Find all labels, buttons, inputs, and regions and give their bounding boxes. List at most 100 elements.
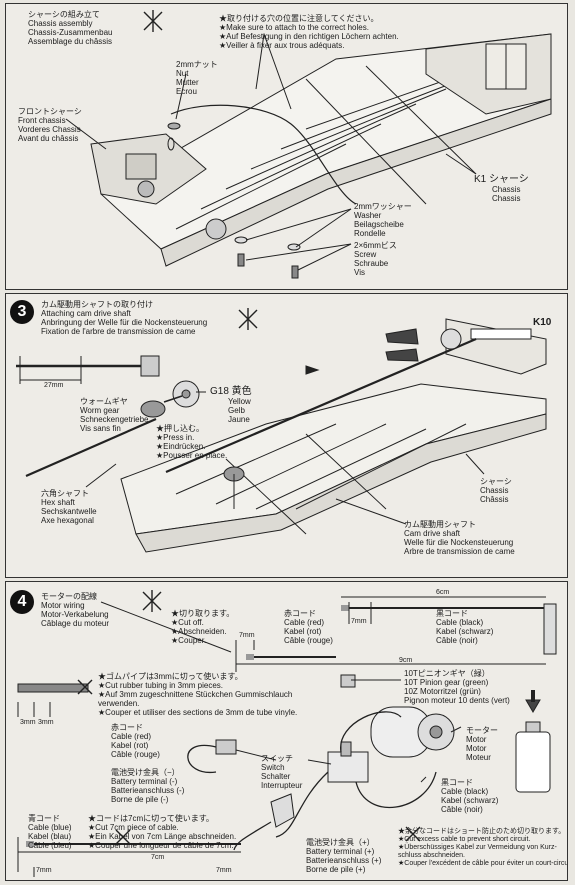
nut-label: 2mmナット Nut Mutter Ecrou: [176, 60, 218, 96]
front-chassis-en: Front chassis: [18, 116, 66, 125]
rubber-de2: verwenden.: [98, 699, 140, 708]
press-fr: ★Pousser en place.: [156, 451, 228, 460]
hex-jp: 六角シャフト: [41, 489, 89, 498]
k1-fr: Chassis: [492, 194, 521, 203]
excess-de: ★Überschüssiges Kabel zur Vermeidung von…: [398, 844, 557, 851]
switch-en: Switch: [261, 763, 285, 772]
nut-fr: Ecrou: [176, 87, 197, 96]
black-en: Cable (black): [436, 618, 484, 627]
k1-jp: K1 シャーシ: [474, 174, 529, 185]
chassis-assembly-illustration: [65, 10, 552, 279]
step-4-title-en: Motor wiring: [41, 601, 85, 610]
screw-jp: 2×6mmビス: [354, 241, 397, 250]
blue-cut-de: ★Ein Kabel von 7cm Länge abschneiden.: [88, 832, 237, 841]
step-3-title: カム駆動用シャフトの取り付け Attaching cam drive shaft…: [41, 300, 207, 336]
red2-fr: Câble (rouge): [111, 750, 160, 759]
red2-de: Kabel (rot): [111, 741, 149, 750]
step-2-title-fr: Assemblage du châssis: [28, 37, 113, 46]
motor-de: Motor: [466, 744, 487, 753]
batt-minus-en: Battery terminal (-): [111, 777, 178, 786]
excess-fr: ★Couper l'excédent de câble pour éviter …: [398, 860, 568, 867]
note-jp: ★取り付ける穴の位置に注意してください。: [219, 14, 379, 23]
red-cable-label: 赤コード Cable (red) Kabel (rot) Câble (roug…: [284, 609, 333, 645]
motor-jp: モーター: [466, 726, 498, 735]
g18-jp: G18 黄色: [210, 386, 252, 397]
nut-en: Nut: [176, 69, 189, 78]
blue-cut-jp: ★コードは7cmに切って使います。: [88, 814, 214, 823]
red-de: Kabel (rot): [284, 627, 322, 636]
switch-jp: スイッチ: [261, 754, 293, 763]
batt-plus-fr: Borne de pile (+): [306, 865, 366, 874]
press-de: ★Eindrücken.: [156, 442, 206, 451]
note-en: ★Make sure to attach to the correct hole…: [219, 23, 369, 32]
motor-label: モーター Motor Motor Moteur: [466, 726, 498, 762]
washer-fr: Rondelle: [354, 229, 386, 238]
cam-de: Welle für die Nockensteuerung: [404, 538, 514, 547]
cut-de: ★Abschneiden.: [171, 627, 227, 636]
k1-en: Chassis: [492, 185, 521, 194]
chassis-en: Chassis: [480, 486, 509, 495]
blue-jp: 青コード: [28, 814, 60, 823]
blue-en: Cable (blue): [28, 823, 72, 832]
blue-de: Kabel (blau): [28, 832, 72, 841]
washer-de: Beilagscheibe: [354, 220, 404, 229]
dim-3mm-a: 3mm: [20, 719, 36, 726]
dim-7mm-d: 7mm: [216, 867, 232, 874]
rubber-tubing-label: ★ゴムパイプは3mmに切って使います。 ★Cut rubber tubing i…: [98, 672, 297, 717]
pinion-jp: 10Tピニオンギヤ（緑）: [404, 669, 490, 678]
chassis-label: シャーシ Chassis Châssis: [480, 477, 512, 504]
batt-plus-en: Battery terminal (+): [306, 847, 375, 856]
rubber-jp: ★ゴムパイプは3mmに切って使います。: [98, 672, 243, 681]
hex-shaft-label: 六角シャフト Hex shaft Sechskantwelle Axe hexa…: [41, 489, 97, 525]
dim-7mm-b: 7mm: [239, 632, 255, 639]
press-en: ★Press in.: [156, 433, 195, 442]
g18-label: G18 黄色 Yellow Gelb Jaune: [210, 386, 252, 424]
chassis-fr: Châssis: [480, 495, 509, 504]
motor-en: Motor: [466, 735, 487, 744]
cam-en: Cam drive shaft: [404, 529, 461, 538]
front-chassis-label: フロントシャーシ Front chassis Vorderes Chassis …: [18, 107, 82, 143]
worm-en: Worm gear: [80, 406, 120, 415]
cut-fr: ★Couper.: [171, 636, 207, 645]
pinion-fr: Pignon moteur 10 dents (vert): [404, 696, 510, 705]
step-4-title-fr: Câblage du moteur: [41, 619, 110, 628]
blue-cut-label: ★コードは7cmに切って使います。 ★Cut 7cm piece of cabl…: [88, 814, 236, 850]
dim-7mm-c: 7mm: [36, 867, 52, 874]
black2-de: Kabel (schwarz): [441, 796, 499, 805]
step-4-number: 4: [10, 590, 34, 614]
blue-cut-en: ★Cut 7cm piece of cable.: [88, 823, 179, 832]
g18-de: Gelb: [228, 406, 245, 415]
step-2-title: シャーシの組み立て Chassis assembly Chassis-Zusam…: [28, 10, 112, 46]
screw-de: Schraube: [354, 259, 389, 268]
blue-cable-label: 青コード Cable (blue) Kabel (blau) Câble (bl…: [28, 814, 72, 850]
batt-minus-de: Batterieanschluss (-): [111, 786, 185, 795]
rubber-en: ★Cut rubber tubing in 3mm pieces.: [98, 681, 224, 690]
pinion-en: 10T Pinion gear (green): [404, 678, 489, 687]
step-2-title-de: Chassis-Zusammenbau: [28, 28, 113, 37]
cam-shaft-illustration: [16, 308, 547, 553]
black-fr: Câble (noir): [436, 636, 478, 645]
press-in-label: ★押し込む。 ★Press in. ★Eindrücken. ★Pousser …: [156, 424, 227, 460]
black-de: Kabel (schwarz): [436, 627, 494, 636]
black2-fr: Câble (noir): [441, 805, 483, 814]
nut-jp: 2mmナット: [176, 60, 218, 69]
motor-wiring-illustration: [17, 590, 557, 877]
step-3-title-jp: カム駆動用シャフトの取り付け: [41, 300, 153, 309]
worm-jp: ウォームギヤ: [80, 397, 128, 406]
dim-27mm: 27mm: [44, 382, 64, 389]
nut-de: Mutter: [176, 78, 199, 87]
step-3-number: 3: [10, 300, 34, 324]
cam-jp: カム駆動用シャフト: [404, 520, 476, 529]
battery-plus-label: 電池受け金具（+） Battery terminal (+) Batteriea…: [306, 838, 381, 874]
dim-7mm-a: 7mm: [351, 618, 367, 625]
red2-jp: 赤コード: [111, 723, 143, 732]
switch-de: Schalter: [261, 772, 291, 781]
black2-jp: 黒コード: [441, 778, 473, 787]
rubber-de: ★Auf 3mm zugeschnittene Stückchen Gummis…: [98, 690, 293, 699]
cut-en: ★Cut off.: [171, 618, 204, 627]
note-fr: ★Veiller à fixer aux trous adéquats.: [219, 41, 345, 50]
press-jp: ★押し込む。: [156, 424, 204, 433]
switch-fr: Interrupteur: [261, 781, 303, 790]
k10-label: K10: [533, 317, 552, 328]
step-3-title-en: Attaching cam drive shaft: [41, 309, 131, 318]
